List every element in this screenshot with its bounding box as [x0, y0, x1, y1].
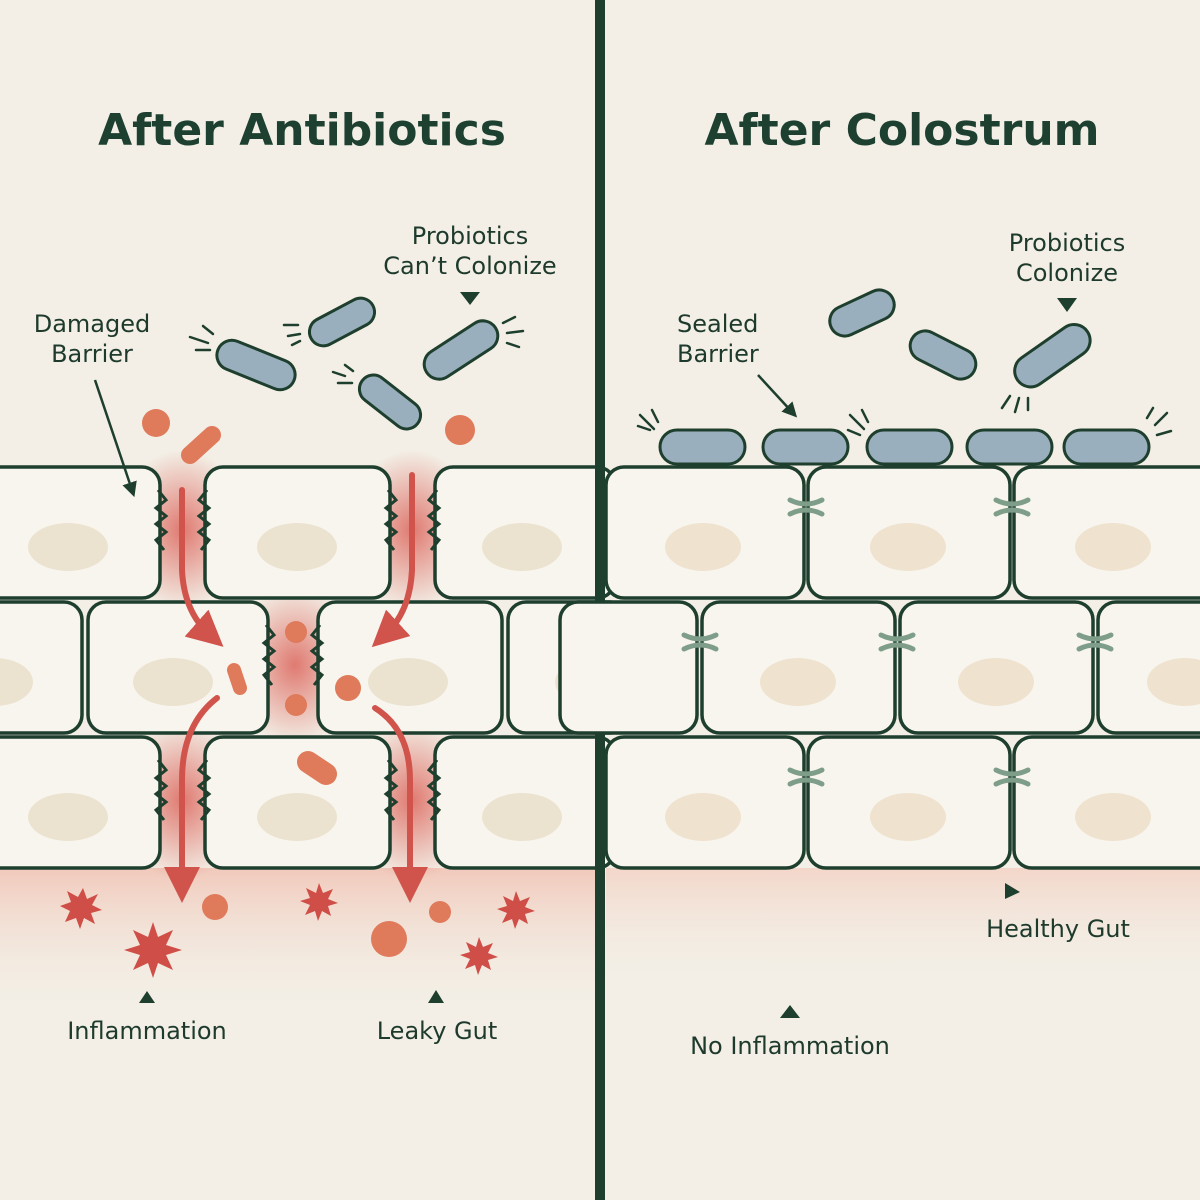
broken-junctions [153, 489, 442, 821]
healthy-lumen-band [606, 868, 1200, 988]
right-panel: After Colostrum [558, 105, 1200, 1060]
leaky-gut-label: Leaky Gut [377, 1017, 498, 1045]
probiotic-bacteria-floating-right [828, 288, 1092, 414]
starburst-icon [60, 888, 102, 929]
damaged-barrier-arrow [93, 379, 137, 498]
epithelial-cells-left [0, 465, 635, 870]
tight-junctions [681, 497, 1114, 787]
pointer-triangle-icon [460, 292, 480, 305]
starburst-icon [497, 891, 535, 929]
sealed-barrier-arrow [757, 374, 798, 418]
probiotic-bacteria-attached [636, 406, 1173, 466]
probiotic-bacteria-floating [188, 296, 525, 431]
starburst-icon [460, 937, 498, 975]
starburst-icon [124, 922, 182, 978]
left-panel: After Antibiotics [0, 105, 635, 1045]
left-panel-title: After Antibiotics [98, 105, 506, 156]
panel-divider [595, 0, 605, 1200]
inflammation-starbursts [60, 883, 535, 978]
inflamed-lumen-band [0, 868, 596, 1018]
no-inflammation-label: No Inflammation [690, 1032, 890, 1060]
starburst-icon [300, 883, 338, 921]
leaking-particles [142, 409, 475, 957]
right-panel-title: After Colostrum [704, 105, 1099, 156]
leak-arrows [164, 472, 428, 903]
pointer-triangle-icon [139, 991, 155, 1003]
pointer-triangle-icon [780, 1005, 800, 1018]
pointer-triangle-icon [1057, 298, 1077, 312]
pointer-triangle-icon [1005, 883, 1020, 899]
healthy-gut-label: Healthy Gut [986, 915, 1130, 943]
epithelial-cells-right [558, 465, 1200, 870]
inflammation-label: Inflammation [67, 1017, 227, 1045]
pointer-triangle-icon [428, 990, 444, 1003]
